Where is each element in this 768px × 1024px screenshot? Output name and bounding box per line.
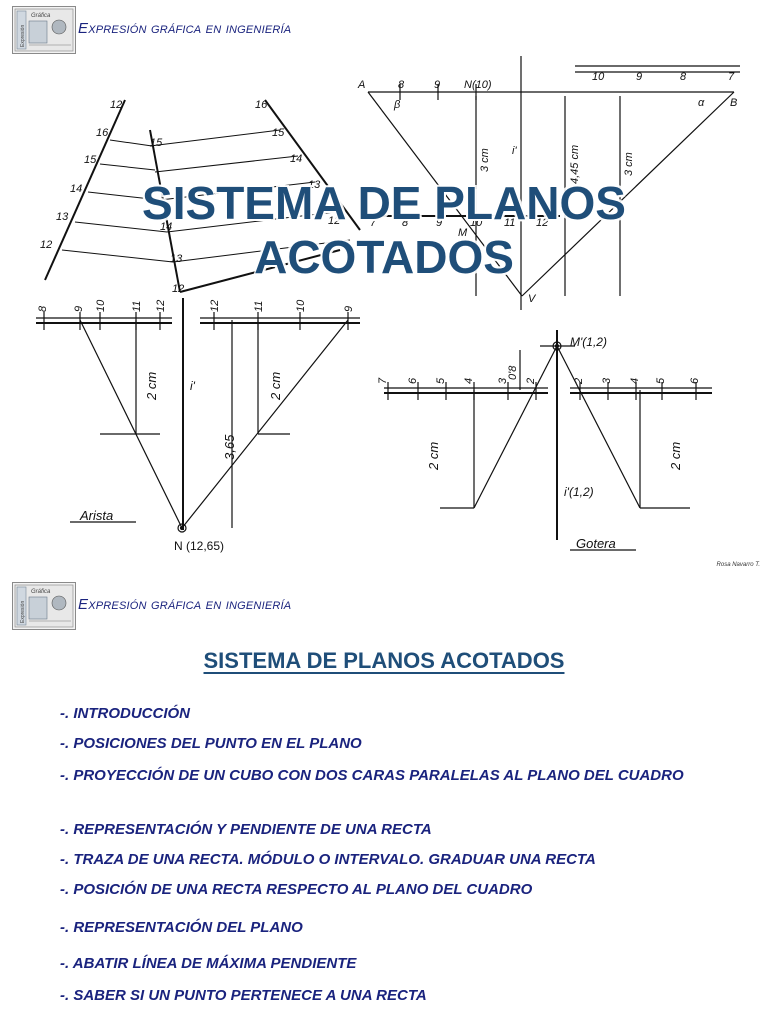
dimension-label: 3 cm	[479, 148, 491, 172]
technical-drawing: 12 16 15 14 13 12 16 15 14 13 12 15 14 1…	[36, 56, 740, 553]
scale-tick: 6	[689, 377, 701, 384]
toc-item: -. REPRESENTACIÓN Y PENDIENTE DE UNA REC…	[60, 821, 432, 838]
roof-label: 12	[328, 215, 340, 227]
point-label: M'(1,2)	[570, 335, 607, 349]
point-label: M	[458, 227, 468, 239]
dimension-label: 2 cm	[268, 372, 283, 401]
toc-item: -. INTRODUCCIÓN	[60, 705, 190, 722]
dimension-label: 3,65	[222, 434, 237, 460]
course-title: Expresión gráfica en ingeniería	[78, 20, 292, 37]
scale-tick: 7	[370, 217, 377, 229]
roof-label: 14	[290, 153, 302, 165]
scale-tick: 11	[131, 301, 143, 312]
point-label: V	[528, 293, 537, 305]
line-label: i'	[190, 379, 196, 393]
roof-label: 13	[56, 211, 69, 223]
roof-label: 12	[172, 283, 184, 295]
scale-tick: 9	[73, 306, 85, 312]
slide-2: Gráfica Expresión Expresión gráfica en i…	[0, 576, 768, 1024]
point-label: N (12,65)	[174, 539, 224, 553]
logo-vertical-text: Expresión	[20, 25, 26, 47]
scale-tick: 4	[463, 378, 475, 384]
scale-tick: 8	[398, 79, 405, 91]
line-label: i'	[512, 145, 517, 157]
author-credit: Rosa Navarro T.	[716, 562, 760, 568]
scale-tick: 3	[601, 377, 613, 384]
dimension-label: 2 cm	[144, 372, 159, 401]
toc-item: -. POSICIONES DEL PUNTO EN EL PLANO	[60, 735, 362, 752]
scale-tick: 9	[436, 217, 442, 229]
line-label: i'(1,2)	[564, 485, 594, 499]
scale-tick: 11	[504, 217, 515, 229]
scale-tick: 9	[343, 306, 355, 312]
roof-diagram	[44, 99, 361, 293]
scale-tick: 11	[253, 301, 265, 312]
toc-title: SISTEMA DE PLANOS ACOTADOS	[0, 648, 768, 674]
scale-tick: 10	[95, 299, 107, 312]
scale-tick: 10	[470, 217, 483, 229]
roof-label: 15	[150, 137, 163, 149]
scale-tick: 4	[629, 378, 641, 384]
roof-label: 15	[84, 154, 97, 166]
logo-text: Gráfica	[31, 13, 51, 19]
gotera-label: Gotera	[576, 536, 616, 551]
toc-item: -. PROYECCIÓN DE UN CUBO CON DOS CARAS P…	[60, 767, 684, 784]
angle-label: α	[698, 97, 705, 109]
course-logo: Gráfica Expresión	[12, 582, 76, 630]
toc-item: -. SABER SI UN PUNTO PERTENECE A UNA REC…	[60, 987, 427, 1004]
scale-tick: 8	[402, 217, 409, 229]
arista-label: Arista	[79, 508, 113, 523]
dimension-label: 2 cm	[668, 442, 683, 471]
scale-tick: 12	[209, 300, 221, 312]
course-logo: Gráfica Expresión	[12, 6, 76, 54]
roof-label: 13	[170, 253, 183, 265]
slide-1: 12 16 15 14 13 12 16 15 14 13 12 15 14 1…	[12, 6, 760, 568]
slide-title-line-2: ACOTADOS	[254, 231, 514, 283]
dimension-label: 2 cm	[426, 442, 441, 471]
scale-tick: 8	[37, 305, 49, 312]
scale-tick: 2	[525, 378, 537, 385]
roof-label: 15	[272, 127, 285, 139]
scale-tick: 7	[377, 377, 389, 384]
point-label: B	[730, 97, 737, 109]
dimension-label: 4,45 cm	[569, 145, 581, 184]
scale-tick: 8	[680, 71, 687, 83]
scale-tick: 10	[295, 299, 307, 312]
toc-item: -. POSICIÓN DE UNA RECTA RESPECTO AL PLA…	[60, 881, 533, 898]
logo-text: Gráfica	[31, 589, 51, 595]
scale-tick: 3	[497, 377, 509, 384]
roof-label: 13	[308, 179, 321, 191]
scale-tick: 7	[728, 71, 735, 83]
dimension-label: 0'8	[507, 365, 519, 380]
point-label: A	[357, 79, 365, 91]
scale-tick: 9	[434, 79, 440, 91]
scale-tick: 12	[536, 217, 548, 229]
slide-title-line-1: SISTEMA DE PLANOS	[142, 177, 626, 229]
scale-tick: 2	[573, 378, 585, 385]
roof-label: 12	[110, 99, 122, 111]
roof-label: 14	[70, 183, 82, 195]
toc-item: -. REPRESENTACIÓN DEL PLANO	[60, 919, 303, 936]
point-label: N(10)	[464, 79, 492, 91]
roof-label: 16	[96, 127, 109, 139]
scale-tick: 12	[155, 300, 167, 312]
toc-item: -. TRAZA DE UNA RECTA. MÓDULO O INTERVAL…	[60, 851, 596, 868]
dimension-label: 3 cm	[623, 152, 635, 176]
scale-tick: 5	[655, 377, 667, 384]
roof-label: 14	[160, 221, 172, 233]
roof-label: 12	[40, 239, 52, 251]
scale-tick: 9	[636, 71, 642, 83]
toc-title-text: SISTEMA DE PLANOS ACOTADOS	[203, 648, 565, 673]
course-title: Expresión gráfica en ingeniería	[78, 596, 292, 613]
angle-label: β	[393, 99, 401, 111]
scale-tick: 10	[592, 71, 605, 83]
roof-label: 16	[255, 99, 268, 111]
scale-tick: 6	[407, 377, 419, 384]
toc-item: -. ABATIR LÍNEA DE MÁXIMA PENDIENTE	[60, 955, 357, 972]
logo-vertical-text: Expresión	[20, 601, 26, 623]
scale-tick: 5	[435, 377, 447, 384]
